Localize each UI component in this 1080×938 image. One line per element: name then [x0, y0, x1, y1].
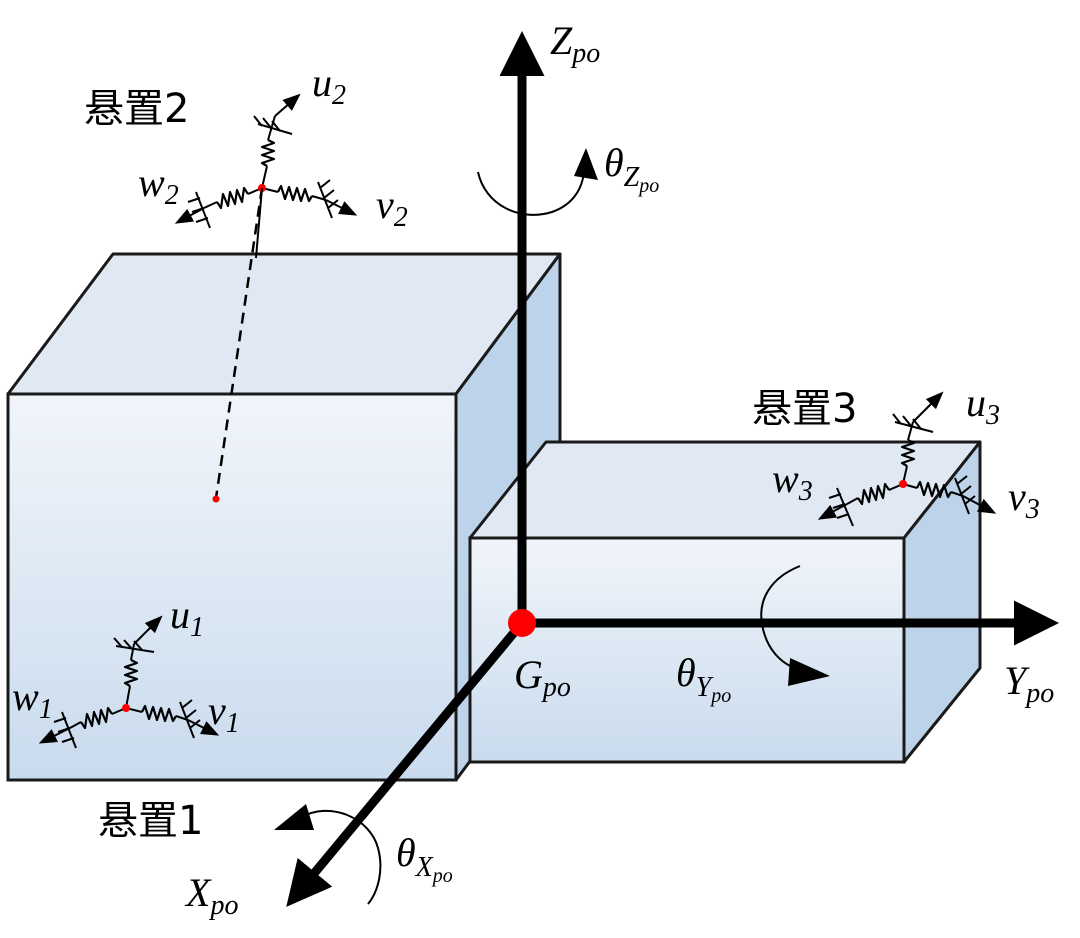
coordinate-axes — [286, 31, 1059, 907]
rotation-y-label: θYpo — [676, 650, 731, 707]
engine-box-front — [6, 392, 458, 782]
rotation-y-arrowhead — [788, 658, 830, 686]
mount-2-symbol — [174, 93, 358, 259]
mount-2-u-label: u2 — [312, 60, 346, 111]
mount-2-label: 悬置2 — [84, 86, 189, 132]
mount-1-v-label: v1 — [208, 688, 240, 739]
mount-2-v-label: v2 — [376, 182, 408, 233]
mount-2-w-label: w2 — [138, 160, 179, 211]
rotation-z-arrowhead — [574, 148, 598, 180]
mount-1-u-label: u1 — [170, 592, 204, 643]
mount-1-w-label: w1 — [12, 674, 53, 725]
x-axis-label: Xpo — [184, 870, 238, 921]
hidden-mount-point — [212, 495, 220, 503]
mount-3-w-label: w3 — [772, 456, 813, 507]
origin-label: Gpo — [514, 652, 571, 703]
mount-3-v-label: v3 — [1008, 474, 1040, 525]
y-axis-label: Ypo — [1004, 658, 1054, 709]
x-axis — [286, 620, 526, 907]
z-axis-label: Zpo — [550, 18, 600, 69]
rotation-x-arc — [299, 809, 382, 905]
mount-3-label: 悬置3 — [752, 386, 857, 432]
engine-box — [6, 187, 562, 782]
rotation-z-arc — [477, 171, 585, 216]
mount-3-symbol — [817, 391, 997, 527]
rotation-x-label: θXpo — [396, 830, 453, 887]
rotation-x-arrowhead — [274, 804, 314, 830]
mount2-dashed-guide — [214, 187, 264, 499]
origin-point — [508, 609, 536, 637]
mount-3-u-label: u3 — [966, 380, 1000, 431]
mount-1-label: 悬置1 — [98, 798, 203, 844]
rotation-z-label: θZpo — [604, 140, 659, 197]
rotation-y-arc — [760, 565, 801, 671]
transmission-box — [468, 440, 982, 764]
mount-1-symbol — [38, 615, 220, 749]
